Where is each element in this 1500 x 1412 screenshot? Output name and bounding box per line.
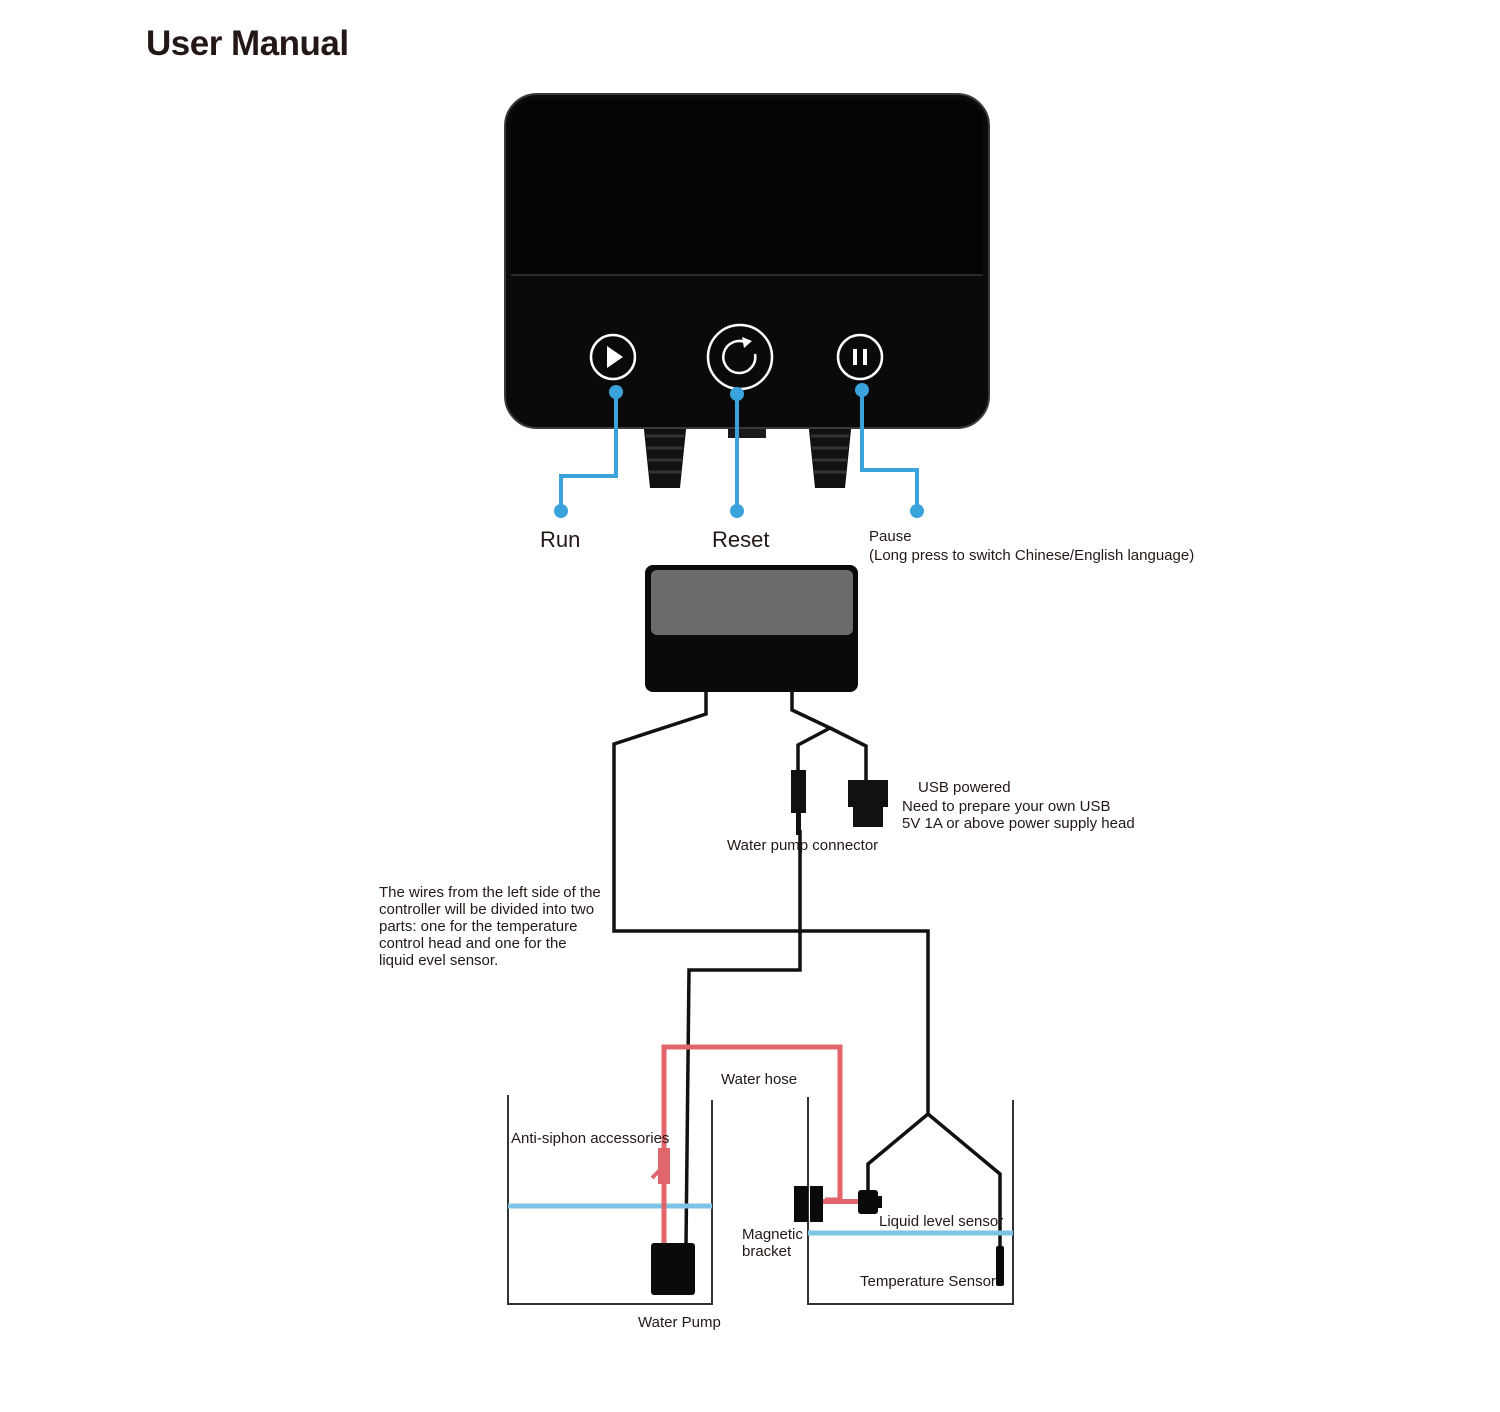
usb-note-line2: 5V 1A or above power supply head	[902, 815, 1135, 832]
pause-icon[interactable]	[836, 333, 884, 381]
magnetic-bracket-label-line2: bracket	[742, 1243, 792, 1260]
pause-label: Pause	[869, 528, 912, 545]
magnetic-bracket-label-line1: Magnetic	[742, 1226, 803, 1243]
usb-plug	[848, 780, 888, 827]
run-callout-line	[559, 392, 618, 511]
water-pump	[651, 1243, 695, 1295]
run-label: Run	[540, 527, 581, 552]
water-pump-label: Water Pump	[638, 1314, 721, 1331]
pause-callout-line	[860, 390, 919, 511]
anti-siphon-label: Anti-siphon accessories	[511, 1130, 670, 1147]
device-right-connector	[808, 420, 852, 488]
liquid-level-sensor	[823, 1190, 882, 1214]
pause-note: (Long press to switch Chinese/English la…	[869, 547, 1195, 564]
temperature-sensor	[996, 1246, 1004, 1286]
wires	[612, 692, 1002, 1250]
play-icon[interactable]	[589, 333, 637, 381]
magnetic-bracket	[794, 1186, 823, 1222]
liquid-level-sensor-label: Liquid level sensor	[879, 1213, 1004, 1230]
usb-note-line1: Need to prepare your own USB	[902, 798, 1111, 815]
left-tank	[507, 1095, 713, 1305]
anti-siphon-accessory	[650, 1148, 670, 1184]
water-hose-label: Water hose	[721, 1071, 798, 1088]
usb-title: USB powered	[918, 779, 1011, 796]
temperature-sensor-label: Temperature Sensor	[860, 1273, 996, 1290]
device-screen	[511, 100, 983, 274]
water-pump-connector-label: Water pump connector	[727, 837, 879, 854]
controller-device	[504, 93, 990, 488]
wires-note: The wires from the left side of the cont…	[379, 884, 601, 969]
reset-label: Reset	[712, 527, 770, 552]
water-pump-connector-plug	[791, 770, 806, 813]
page-title: User Manual	[146, 24, 349, 63]
device-left-connector	[643, 420, 687, 488]
controller-small	[645, 565, 858, 692]
